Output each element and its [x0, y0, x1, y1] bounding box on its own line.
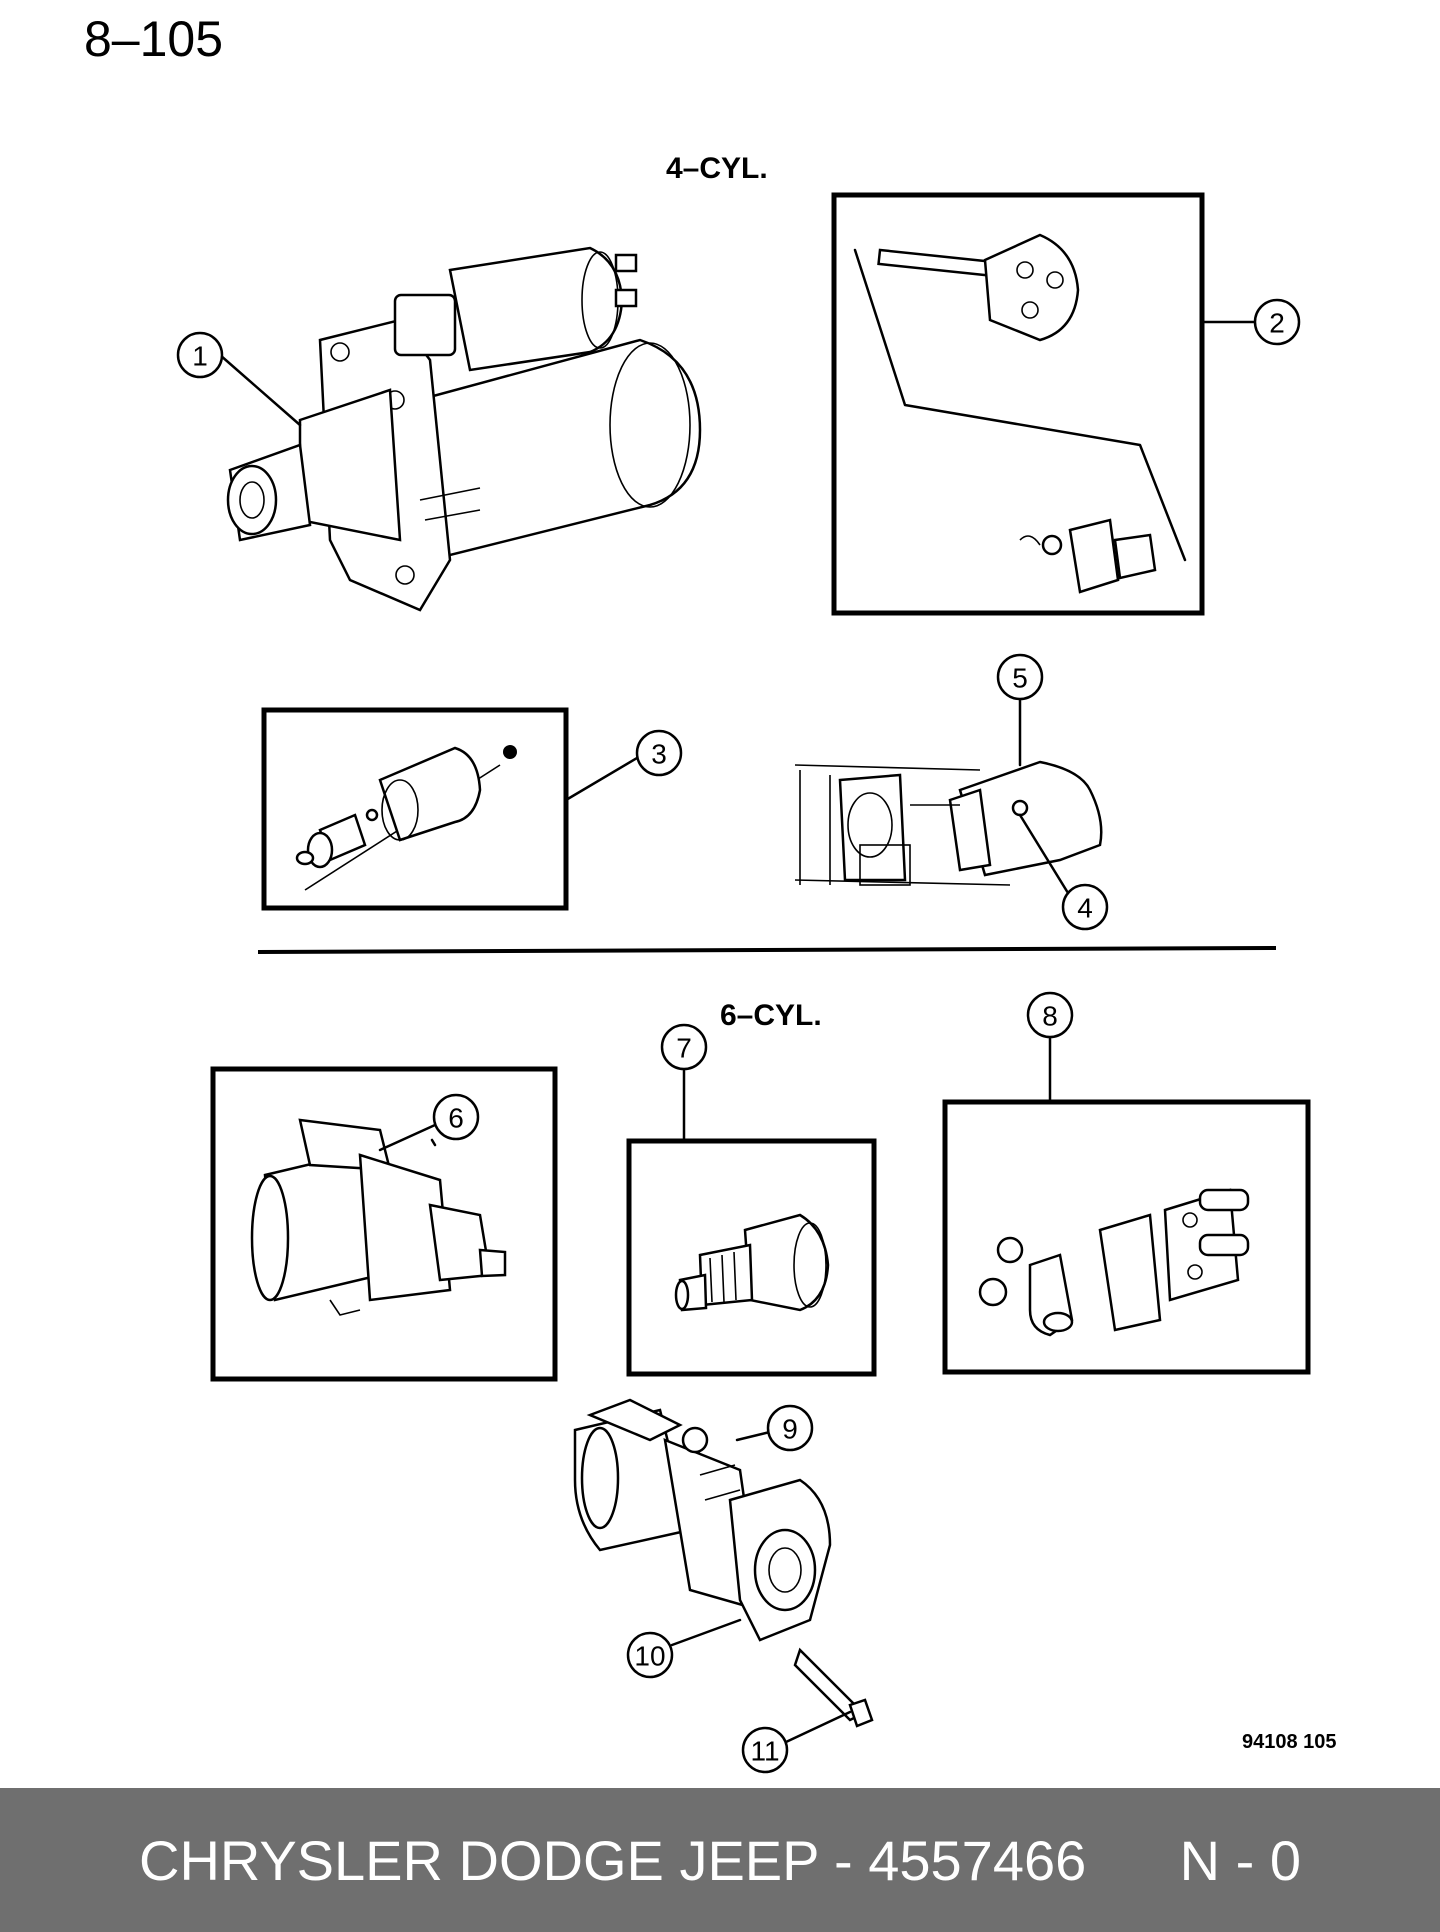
- footer-bar: CHRYSLER DODGE JEEP - 4557466 N - 0: [0, 1788, 1440, 1932]
- svg-text:8: 8: [1042, 1001, 1058, 1032]
- inset-box-8: [942, 1099, 1311, 1375]
- callout-11: 11: [741, 1726, 789, 1774]
- inset-box-7: [626, 1138, 877, 1377]
- svg-text:10: 10: [634, 1641, 665, 1672]
- footer-separator: -: [818, 1829, 869, 1892]
- svg-text:3: 3: [651, 739, 667, 770]
- callout-1: 1: [176, 331, 224, 379]
- brush-kit-drawing: [978, 1188, 1250, 1337]
- starter-installed-drawing: [794, 760, 1103, 886]
- drive-gear-drawing: [674, 1213, 830, 1312]
- inset-box-2: [831, 192, 1205, 616]
- section-label-4cyl: 4–CYL.: [666, 152, 768, 185]
- inset-box-6: [210, 1066, 558, 1382]
- starter-6cyl-drawing: [250, 1118, 507, 1316]
- callout-8: 8: [1026, 991, 1074, 1039]
- svg-text:9: 9: [782, 1414, 798, 1445]
- footer-gap: [1086, 1829, 1179, 1892]
- section-divider: [257, 946, 1277, 954]
- callout-10: 10: [626, 1631, 674, 1679]
- page-number: 8–105: [84, 11, 223, 67]
- starter-assembly-drawing: [573, 1398, 874, 1728]
- callout-7: 7: [660, 1023, 708, 1071]
- callout-3: 3: [635, 729, 683, 777]
- callout-5: 5: [996, 653, 1044, 701]
- svg-text:11: 11: [750, 1736, 779, 1767]
- svg-text:7: 7: [676, 1033, 692, 1064]
- callout-4: 4: [1061, 883, 1109, 931]
- starter-motor-4cyl-drawing: [226, 246, 702, 612]
- footer-brand: CHRYSLER DODGE JEEP: [139, 1829, 819, 1892]
- footer-text: CHRYSLER DODGE JEEP - 4557466 N - 0: [0, 1828, 1440, 1893]
- svg-text:2: 2: [1269, 308, 1285, 339]
- solenoid-drawing: [295, 745, 517, 891]
- svg-text:4: 4: [1077, 893, 1093, 924]
- callout-2: 2: [1253, 298, 1301, 346]
- svg-text:6: 6: [448, 1103, 464, 1134]
- footer-revision: N - 0: [1179, 1829, 1301, 1892]
- section-label-6cyl: 6–CYL.: [720, 999, 822, 1032]
- callout-6: 6: [432, 1093, 480, 1141]
- svg-text:5: 5: [1012, 663, 1028, 694]
- footer-part-number: 4557466: [868, 1829, 1087, 1892]
- callout-9: 9: [766, 1404, 814, 1452]
- inset-box-3: [261, 707, 569, 911]
- figure-code: 94108 105: [1242, 1731, 1337, 1753]
- svg-text:1: 1: [192, 341, 208, 372]
- armature-drive-drawing: [853, 233, 1187, 594]
